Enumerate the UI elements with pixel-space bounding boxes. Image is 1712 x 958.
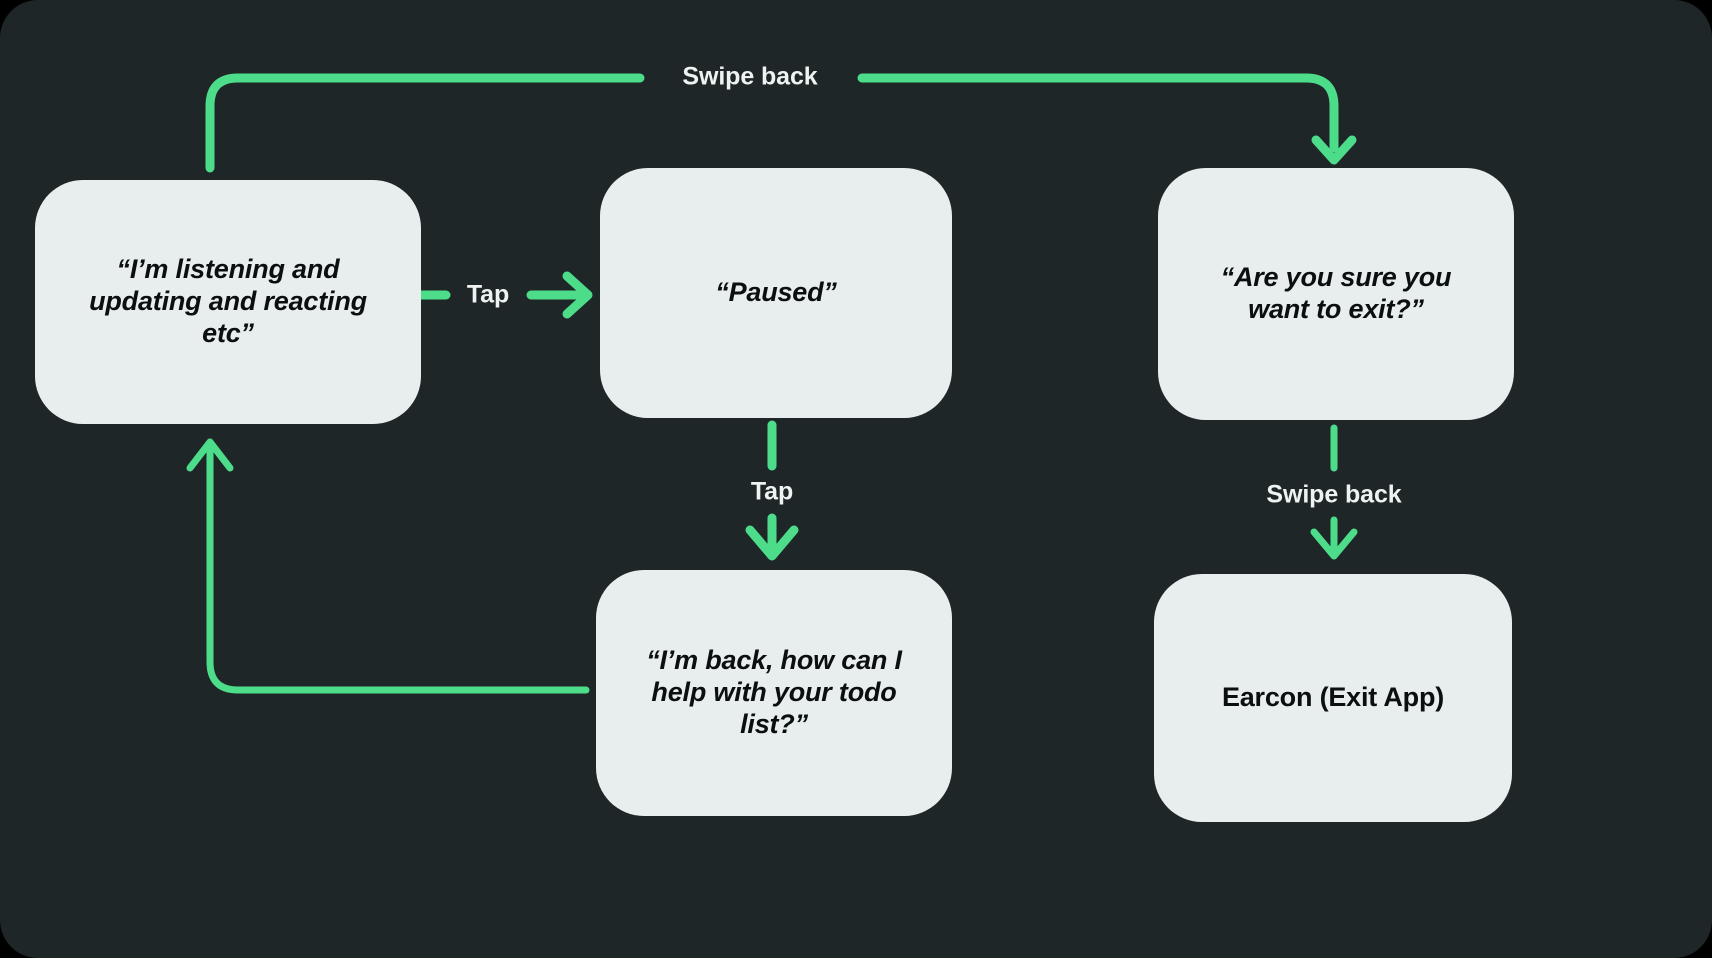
node-im-back[interactable]: “I’m back, how can I help with your todo…: [596, 570, 952, 816]
node-paused[interactable]: “Paused”: [600, 168, 952, 418]
node-earcon[interactable]: Earcon (Exit App): [1154, 574, 1512, 822]
node-earcon-label: Earcon (Exit App): [1221, 682, 1445, 713]
node-im-back-label: “I’m back, how can I help with your todo…: [646, 645, 902, 739]
edge-listening-to-confirm: [205, 73, 1357, 173]
node-paused-label: “Paused”: [715, 277, 837, 308]
edge-imback-to-listening: [186, 438, 590, 694]
node-listening[interactable]: “I’m listening and updating and reacting…: [35, 180, 421, 424]
node-confirm-exit-label: “Are you sure you want to exit?”: [1220, 262, 1452, 324]
node-confirm-exit[interactable]: “Are you sure you want to exit?”: [1158, 168, 1514, 420]
edge-label-tap-horizontal: Tap: [453, 282, 523, 308]
edge-label-swipe-back-top: Swipe back: [669, 64, 831, 90]
edge-label-tap-vertical: Tap: [737, 479, 807, 505]
edge-label-swipe-back-right: Swipe back: [1253, 482, 1415, 508]
node-listening-label: “I’m listening and updating and reacting…: [89, 254, 367, 348]
